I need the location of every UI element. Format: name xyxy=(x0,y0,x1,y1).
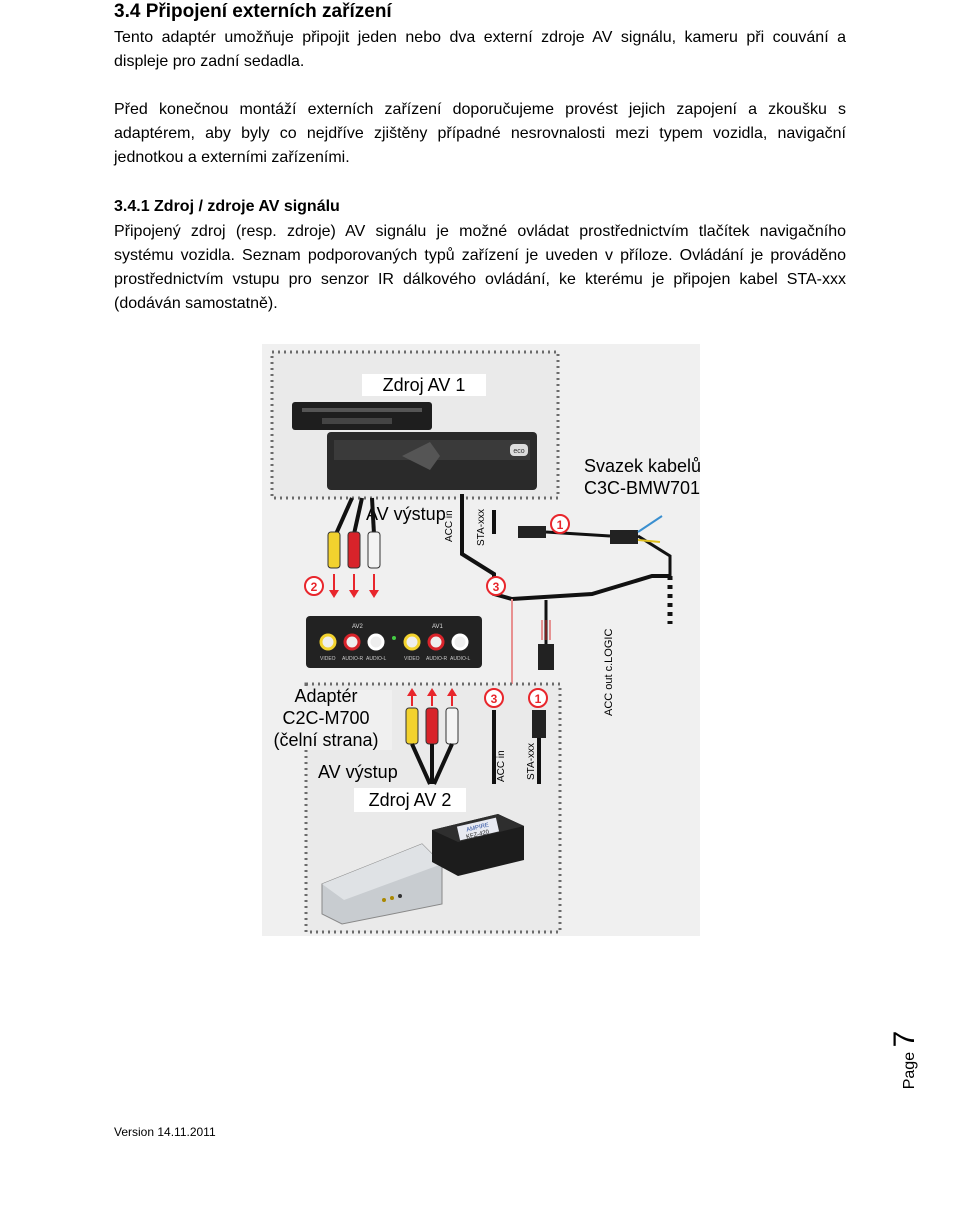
ir-box-model: KFZ-420 xyxy=(466,829,491,840)
sta-label-bottom: STA-xxx xyxy=(526,743,537,780)
panel-audio-l-label-2: AUDIO-L xyxy=(366,656,387,662)
panel-video-label-2: VIDEO xyxy=(320,656,336,662)
harness-connector-1 xyxy=(518,526,546,538)
acc-in-label-bottom: ACC in xyxy=(496,750,507,782)
source2-jack-1 xyxy=(382,898,386,902)
rca-cables-bottom xyxy=(410,743,454,785)
rca-plug-red xyxy=(347,531,361,569)
marker-3-bottom: 3 xyxy=(491,692,498,706)
rca-plug-yellow-2 xyxy=(405,707,419,745)
panel-av1-label: AV1 xyxy=(432,624,444,630)
rca-arrowhead-2 xyxy=(349,590,359,598)
yellow-wire xyxy=(637,539,661,543)
intro-paragraph: Tento adaptér umožňuje připojit jeden ne… xyxy=(114,29,846,70)
marker-3: 3 xyxy=(493,580,500,594)
adapter-label-bg xyxy=(262,690,392,750)
intro-paragraph-block: Tento adaptér umožňuje připojit jeden ne… xyxy=(114,26,846,74)
marker-2: 2 xyxy=(311,580,318,594)
source2-jack-3 xyxy=(398,894,402,898)
page-word: Page xyxy=(901,1051,918,1090)
page-number-block: Page 7 xyxy=(880,1020,930,1100)
panel-jack-l-2 xyxy=(367,633,385,651)
panel-audio-r-label-2: AUDIO-R xyxy=(342,656,364,662)
harness-connector-2 xyxy=(610,530,638,544)
eco-badge-text: eco xyxy=(513,448,524,455)
panel-led xyxy=(392,636,396,640)
subsection-title: 3.4.1 Zdroj / zdroje AV signálu xyxy=(114,198,340,215)
rca-plug-red-2 xyxy=(425,707,439,745)
rca-up-arrowhead-3 xyxy=(447,688,457,696)
av-output-label-bottom: AV výstup xyxy=(318,762,398,782)
panel-jack-r-1 xyxy=(427,633,445,651)
acc-out-wires xyxy=(541,620,551,640)
blue-wire xyxy=(637,515,663,533)
source2-jack-2 xyxy=(390,896,394,900)
marker-1-bottom: 1 xyxy=(535,692,542,706)
dvd-player-emblem xyxy=(402,442,440,470)
head-unit-faceplate xyxy=(292,402,432,430)
panel-audio-l-label-1: AUDIO-L xyxy=(450,656,471,662)
cable-label-line2: C3C-BMW701 xyxy=(584,478,700,498)
rca-cable-3 xyxy=(370,497,376,535)
wiring-diagram: Zdroj AV 1 eco AV výstup ACC in STA-xxx … xyxy=(262,344,701,936)
rca-up-arrowhead-2 xyxy=(427,688,437,696)
page-number-rotated: Page 7 xyxy=(888,1031,922,1090)
marker-3-circle xyxy=(486,576,506,596)
ir-box-brand: AMPIRE xyxy=(466,823,490,834)
harness-link-2 xyxy=(637,534,672,576)
page-number: 7 xyxy=(888,1030,921,1048)
sta-connector-bottom xyxy=(532,710,546,738)
head-unit-buttons xyxy=(322,418,392,424)
recommend-paragraph-block: Před konečnou montáží externích zařízení… xyxy=(114,98,846,170)
version-footer: Version 14.11.2011 xyxy=(114,1125,216,1139)
eco-badge xyxy=(510,444,528,456)
wiring-diagram-svg: Zdroj AV 1 eco AV výstup ACC in STA-xxx … xyxy=(262,344,701,936)
marker-1-top-circle xyxy=(550,514,570,534)
panel-jack-l-1 xyxy=(451,633,469,651)
cable-label-line1: Svazek kabelů xyxy=(584,456,700,476)
sta-label-top: STA-xxx xyxy=(476,509,487,546)
subsection-paragraph: Připojený zdroj (resp. zdroje) AV signál… xyxy=(114,223,846,312)
panel-av2-label: AV2 xyxy=(352,624,364,630)
marker-1-top: 1 xyxy=(557,518,564,532)
acc-in-label-top: ACC in xyxy=(444,510,455,542)
recommend-paragraph: Před konečnou montáží externích zařízení… xyxy=(114,101,846,166)
adapter-front-panel xyxy=(306,616,482,668)
rca-up-arrowhead-1 xyxy=(407,688,417,696)
rca-plug-white-2 xyxy=(445,707,459,745)
rca-up-arrows xyxy=(411,696,453,706)
panel-jack-r-2 xyxy=(343,633,361,651)
source2-label-box xyxy=(354,788,466,812)
subsection-paragraph-block: Připojený zdroj (resp. zdroje) AV signál… xyxy=(114,220,846,316)
head-unit-slot xyxy=(302,408,422,412)
panel-audio-r-label-1: AUDIO-R xyxy=(426,656,448,662)
rca-cable-2 xyxy=(352,497,364,535)
panel-jack-video-2 xyxy=(319,633,337,651)
source2-label: Zdroj AV 2 xyxy=(369,790,452,810)
panel-video-label-1: VIDEO xyxy=(404,656,420,662)
section-title: 3.4 Připojení externích zařízení xyxy=(114,1,392,22)
rca-arrowhead-3 xyxy=(369,590,379,598)
marker-1-bottom-circle xyxy=(528,688,548,708)
main-harness-cable xyxy=(460,494,670,602)
source2-device-top xyxy=(322,844,442,900)
adapter-label-line1-front: Adaptér xyxy=(294,686,357,706)
adapter-label-line3-front: (čelní strana) xyxy=(273,730,378,750)
marker-3-bottom-circle xyxy=(484,688,504,708)
source1-label-box xyxy=(362,374,486,396)
ir-box-label xyxy=(456,817,500,841)
acc-out-label: ACC out c.LOGIC xyxy=(603,629,615,716)
rca-arrowhead-1 xyxy=(329,590,339,598)
adapter-label-line2-front: C2C-M700 xyxy=(282,708,369,728)
panel-jack-video-1 xyxy=(403,633,421,651)
rca-plug-yellow xyxy=(327,531,341,569)
source1-label: Zdroj AV 1 xyxy=(383,375,466,395)
rca-plug-white xyxy=(367,531,381,569)
rca-cable-1 xyxy=(334,497,354,535)
av-output-label-top: AV výstup xyxy=(366,504,446,524)
marker-2-circle xyxy=(304,576,324,596)
acc-out-connector xyxy=(538,644,554,670)
